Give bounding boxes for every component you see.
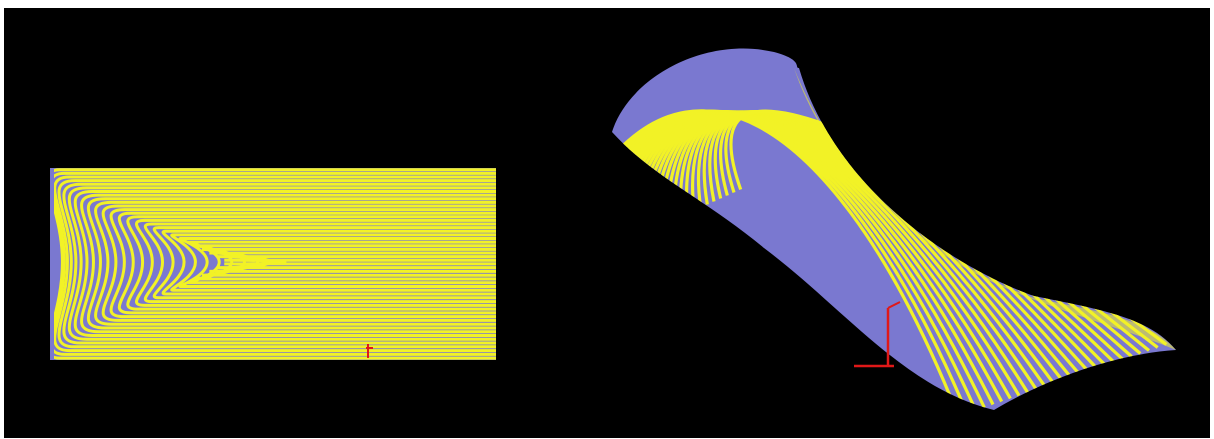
top-view-panel: [50, 168, 496, 360]
contour-line: [94, 200, 496, 326]
contour-line: [178, 237, 496, 288]
render-viewport: [4, 8, 1210, 438]
contour-line: [135, 218, 496, 307]
contour-line: [53, 175, 496, 353]
contour-line: [80, 193, 496, 334]
perspective-view-panel: [612, 48, 1176, 410]
contour-line: [50, 168, 496, 360]
contour-line: [101, 204, 496, 322]
contour-line: [86, 197, 496, 330]
contour-line: [143, 222, 496, 304]
contour-line: [73, 190, 496, 337]
contour-line: [62, 182, 496, 345]
contour-line: [67, 186, 496, 341]
contour-line: [117, 211, 496, 315]
contour-line: [161, 229, 496, 296]
scene-canvas: [50, 48, 1176, 410]
contour-line: [57, 179, 496, 349]
axis-marker: [366, 344, 373, 358]
contour-line: [109, 208, 496, 319]
surface-edge: [50, 168, 54, 360]
contour-line: [126, 215, 496, 311]
axis-marker: [854, 301, 901, 368]
contour-line: [216, 255, 496, 270]
contour-line: [170, 233, 496, 292]
contour-line: [152, 226, 496, 300]
